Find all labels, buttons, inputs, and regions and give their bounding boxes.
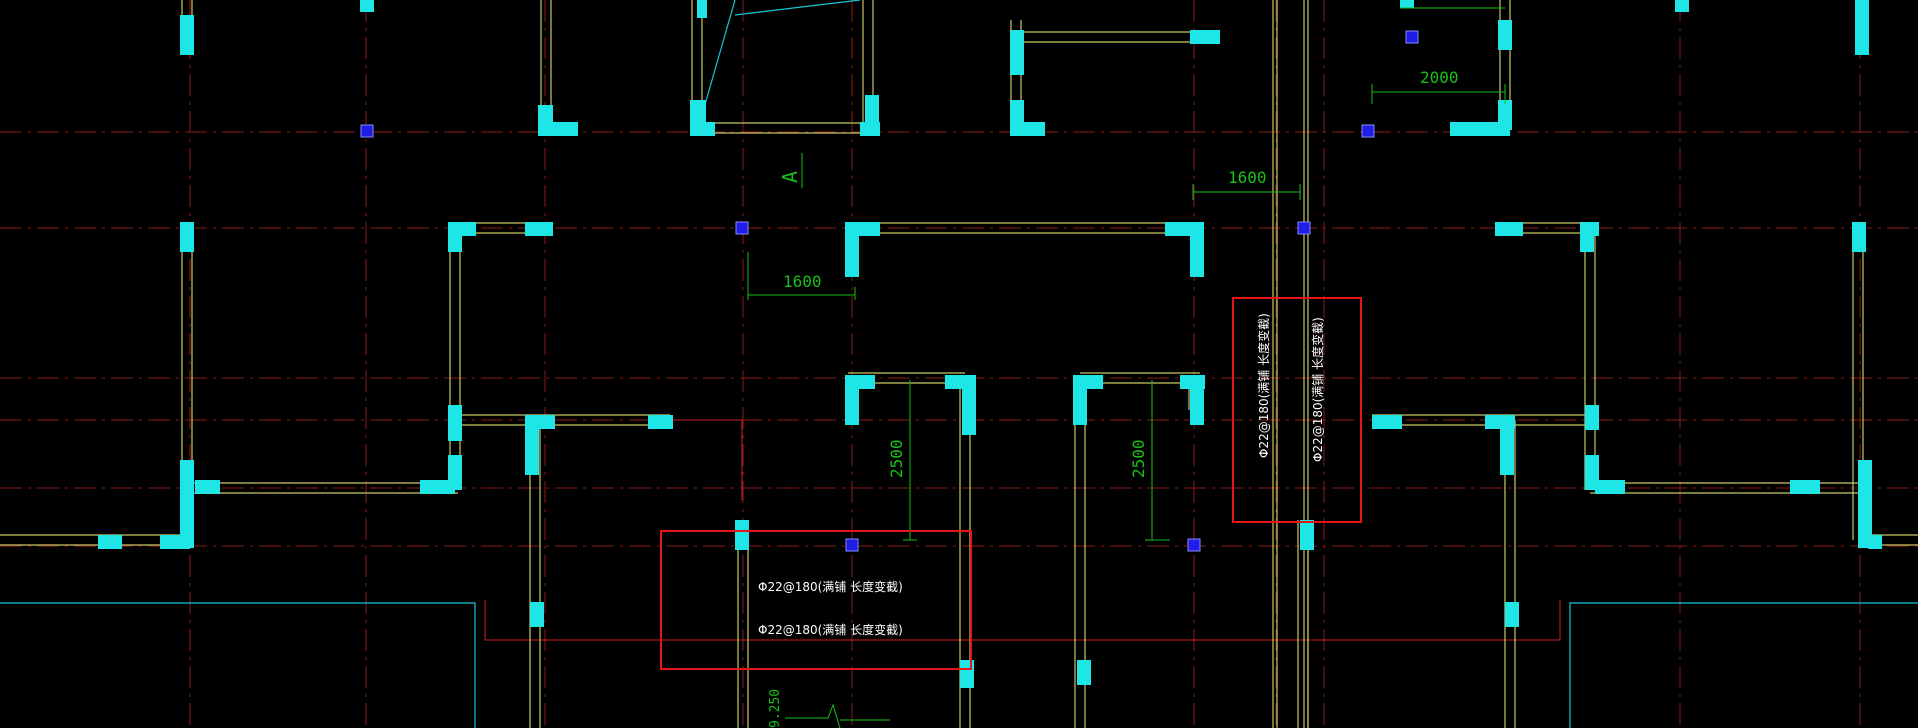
column-block-26 [1190, 222, 1204, 277]
highlight-box-horizontal [660, 530, 972, 670]
column-block-61 [1595, 480, 1625, 494]
node-marker-4 [1361, 124, 1375, 138]
node-marker-0 [360, 124, 374, 138]
column-block-50 [420, 480, 455, 494]
column-block-34 [525, 415, 555, 429]
dim-2500a-label: 2500 [887, 439, 906, 478]
column-block-39 [962, 375, 976, 435]
dim-2500b-label: 2500 [1129, 439, 1148, 478]
column-block-6 [690, 122, 715, 136]
column-block-48 [180, 460, 194, 548]
column-block-43 [1190, 375, 1204, 425]
column-block-64 [1868, 535, 1882, 549]
column-block-51 [448, 455, 462, 490]
column-block-19 [180, 222, 194, 252]
rebar-label-v1: Φ22@180(满铺 长度变截) [1256, 313, 1271, 458]
column-block-57 [1077, 660, 1091, 685]
rebar-annotations: Φ22@180(满铺 长度变截) Φ22@180(满铺 长度变截) Φ22@18… [758, 313, 1325, 637]
cyan-diagonal-top-2 [734, 0, 861, 16]
rebar-label-h2: Φ22@180(满铺 长度变截) [758, 622, 903, 637]
column-block-1 [360, 0, 374, 12]
column-block-12 [1190, 30, 1220, 44]
column-block-54 [735, 520, 749, 550]
section-mark-label: A [778, 171, 802, 183]
column-block-49 [195, 480, 220, 494]
highlight-box-vertical [1232, 297, 1362, 523]
column-block-32 [448, 427, 462, 441]
column-block-4 [538, 122, 578, 136]
column-block-58 [1300, 520, 1314, 550]
column-block-41 [1073, 375, 1103, 389]
column-block-3 [538, 105, 553, 127]
column-block-47 [1585, 405, 1599, 430]
column-block-37 [845, 375, 875, 389]
column-block-29 [1585, 222, 1599, 236]
column-block-7 [865, 95, 879, 130]
elev-mark [785, 703, 841, 728]
column-block-14 [1498, 20, 1512, 50]
dim-2000-label: 2000 [1420, 68, 1459, 87]
column-block-35 [648, 415, 673, 429]
node-marker-1 [735, 221, 749, 235]
column-block-63 [1858, 460, 1872, 548]
rebar-label-h1: Φ22@180(满铺 长度变截) [758, 579, 903, 594]
column-block-33 [525, 415, 539, 475]
column-block-18 [1855, 0, 1869, 55]
column-block-44 [1372, 415, 1402, 429]
node-marker-5 [1405, 30, 1419, 44]
column-block-13 [1400, 0, 1414, 8]
rebar-label-v2: Φ22@180(满铺 长度变截) [1310, 317, 1325, 462]
wall-columns [98, 0, 1882, 688]
column-block-8 [860, 122, 880, 136]
column-block-22 [525, 222, 553, 236]
column-block-27 [1495, 222, 1523, 236]
column-block-30 [1852, 222, 1866, 252]
column-block-62 [1790, 480, 1820, 494]
column-block-9 [1010, 30, 1024, 75]
highlight-boxes [660, 297, 1362, 670]
node-marker-6 [1297, 221, 1311, 235]
node-marker-3 [1187, 538, 1201, 552]
column-block-52 [98, 535, 122, 549]
column-block-59 [1505, 602, 1519, 627]
column-block-24 [845, 222, 880, 236]
cyan-bottom-left [0, 602, 476, 728]
dim-1600-left-label: 1600 [783, 272, 822, 291]
elevation-label: 9.250 [768, 689, 783, 728]
column-block-11 [1010, 122, 1045, 136]
annotation-lines [484, 419, 1561, 641]
node-marker-2 [845, 538, 859, 552]
column-block-0 [180, 15, 194, 55]
dimension-texts: 2000 1600 1600 2500 2500 A 9.250 [768, 68, 1459, 728]
column-block-17 [1675, 0, 1689, 12]
column-block-21 [448, 222, 476, 236]
anno-line-2 [665, 419, 743, 500]
column-block-16 [1450, 122, 1510, 136]
column-block-46 [1500, 415, 1514, 475]
anno-line-1 [484, 600, 1561, 641]
cyan-bottom-right [1569, 602, 1918, 728]
column-block-53 [160, 535, 190, 549]
column-block-55 [530, 602, 544, 627]
column-block-2 [697, 0, 707, 18]
dim-1600-top-label: 1600 [1228, 168, 1267, 187]
node-markers [360, 30, 1419, 552]
dimension-lines [747, 7, 1506, 728]
